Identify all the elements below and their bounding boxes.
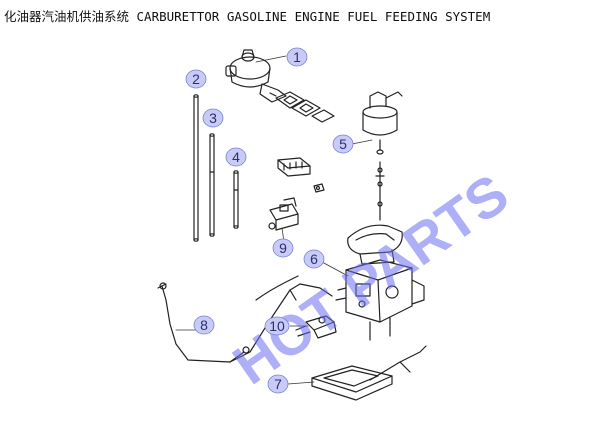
part-tube-mid — [209, 133, 215, 237]
callout-8: 8 — [193, 315, 215, 335]
diagram-title: 化油器汽油机供油系统 CARBURETTOR GASOLINE ENGINE F… — [4, 9, 491, 24]
part-solenoid-bracket — [268, 197, 299, 231]
callout-7: 7 — [267, 374, 289, 394]
svg-text:9: 9 — [279, 240, 287, 256]
part-fuel-lines — [157, 275, 333, 363]
part-tube-short — [233, 170, 239, 229]
svg-text:8: 8 — [200, 317, 208, 333]
callout-4: 4 — [225, 147, 247, 167]
callout-2: 2 — [185, 69, 207, 89]
svg-text:7: 7 — [274, 376, 282, 392]
callout-3: 3 — [202, 108, 224, 128]
part-carburettor — [335, 224, 425, 341]
part-tube-long — [193, 94, 199, 242]
svg-text:6: 6 — [310, 251, 318, 267]
part-connector-block — [277, 157, 325, 193]
callout-1: 1 — [286, 47, 308, 67]
callout-5: 5 — [332, 134, 354, 154]
part-fuel-pump — [225, 49, 335, 123]
svg-text:10: 10 — [269, 318, 285, 334]
part-fuel-filter — [362, 91, 403, 221]
svg-text:5: 5 — [339, 136, 347, 152]
watermark-text: HOT PARTS — [222, 161, 520, 396]
svg-text:4: 4 — [232, 149, 240, 165]
callout-6: 6 — [303, 249, 325, 269]
svg-text:3: 3 — [209, 110, 217, 126]
part-base-plate — [311, 345, 427, 401]
svg-text:2: 2 — [192, 71, 200, 87]
part-accel-pump — [295, 315, 337, 339]
callout-9: 9 — [272, 238, 294, 258]
svg-text:1: 1 — [293, 49, 301, 65]
callout-10: 10 — [264, 316, 290, 336]
